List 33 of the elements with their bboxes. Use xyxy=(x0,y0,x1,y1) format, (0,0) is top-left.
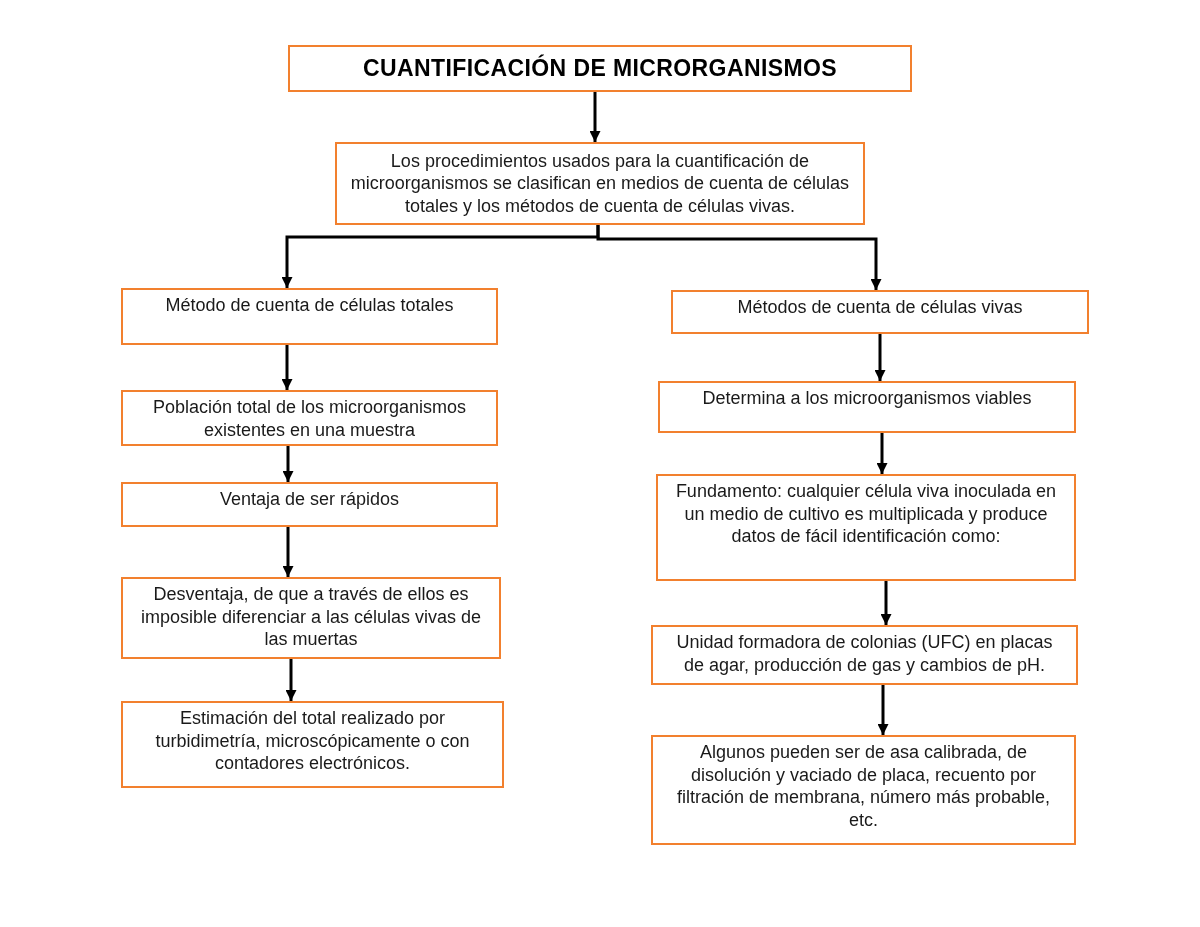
box-text: Fundamento: cualquier célula viva inoculada en un medio de cultivo es multiplicada y produce datos de fácil identificación como: xyxy=(674,480,1058,548)
arrow xyxy=(281,345,293,390)
box-text: Método de cuenta de células totales xyxy=(165,294,454,317)
arrow xyxy=(596,225,882,290)
arrow xyxy=(282,527,294,577)
concept-box xyxy=(656,474,1076,581)
concept-box xyxy=(121,577,501,659)
arrow xyxy=(876,433,888,474)
box-text: Población total de los microorganismos existentes en una muestra xyxy=(151,396,468,441)
concept-box xyxy=(658,381,1076,433)
concept-box xyxy=(671,290,1089,334)
concept-box xyxy=(335,142,865,225)
box-text: Unidad formadora de colonias (UFC) en placas de agar, producción de gas y cambios de pH. xyxy=(675,631,1054,676)
arrow xyxy=(880,581,892,625)
arrow xyxy=(282,446,294,482)
concept-box xyxy=(121,701,504,788)
concept-box xyxy=(651,625,1078,685)
arrow xyxy=(285,659,297,701)
box-text: Determina a los microorganismos viables xyxy=(702,387,1032,410)
arrow xyxy=(877,685,889,735)
concept-box xyxy=(121,482,498,527)
arrow xyxy=(589,92,601,142)
box-text: Algunos pueden ser de asa calibrada, de disolución y vaciado de placa, recuento por filtración de membrana, número más probable, etc. xyxy=(675,741,1052,831)
concept-box xyxy=(651,735,1076,845)
box-text: Los procedimientos usados para la cuantificación de microorganismos se clasifican en medios de cuenta de células totales y los métodos de cuenta de células vivas. xyxy=(349,149,851,218)
concept-box xyxy=(121,390,498,446)
title-box xyxy=(288,45,912,92)
arrow xyxy=(874,334,886,381)
box-text: Métodos de cuenta de células vivas xyxy=(737,296,1023,319)
box-text: Desventaja, de que a través de ellos es imposible diferenciar a las células vivas de las muertas xyxy=(139,583,483,651)
concept-box xyxy=(121,288,498,345)
box-text: Ventaja de ser rápidos xyxy=(219,488,400,511)
box-text: Estimación del total realizado por turbidimetría, microscópicamente o con contadores electrónicos. xyxy=(154,707,471,775)
